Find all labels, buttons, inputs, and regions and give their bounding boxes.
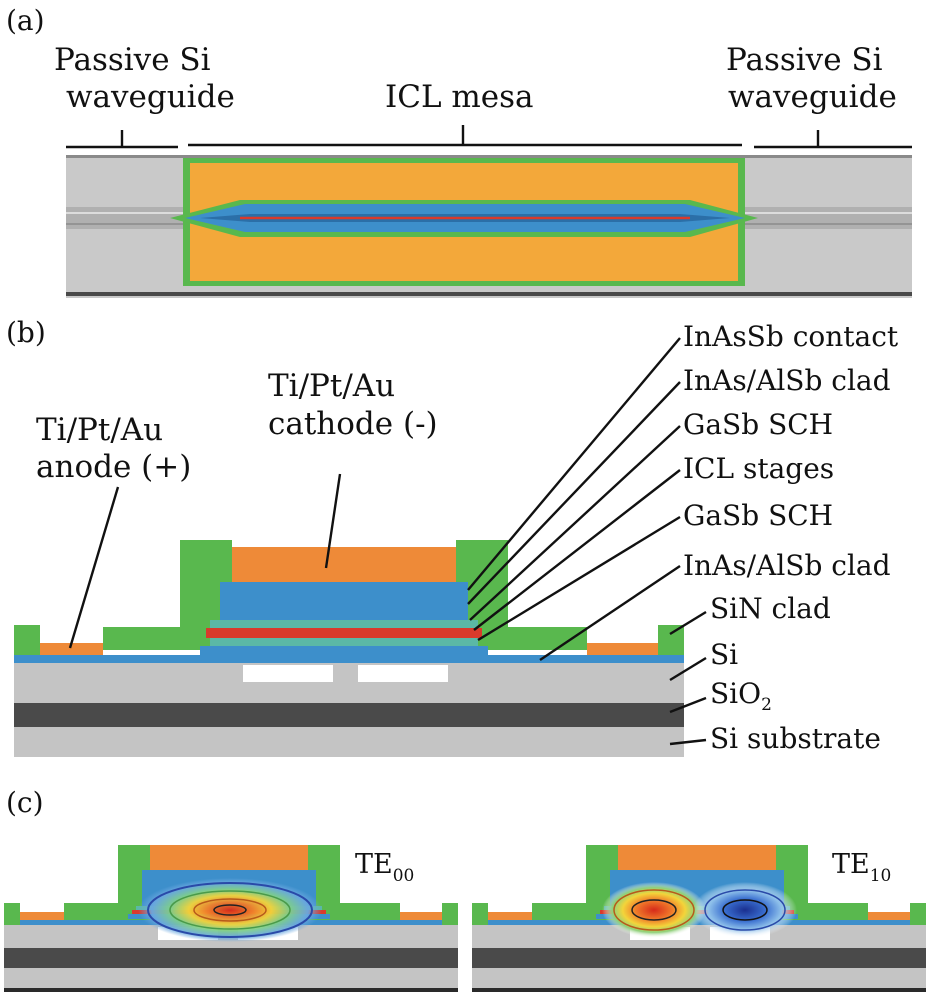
leader-clad-top [467, 381, 681, 605]
label-brackets [66, 125, 912, 149]
te00-label: TE00 [355, 849, 414, 886]
layer-label-inas-alsb-clad-top: InAs/AlSb clad [683, 364, 891, 397]
icl-mesa-label: ICL mesa [385, 79, 534, 115]
panel-c: (c) TE00 [4, 786, 926, 992]
layer-label-icl-stages: ICL stages [683, 452, 834, 485]
top-view-waveguide [66, 155, 912, 298]
cathode-label-line2: cathode (-) [268, 406, 438, 442]
anode-label-line1: Ti/Pt/Au [36, 412, 163, 448]
layer-label-si-substrate: Si substrate [710, 722, 881, 755]
cathode-leader [324, 473, 342, 569]
leader-sio2 [669, 696, 707, 714]
leader-sch-bottom [477, 515, 681, 642]
left-waveguide-label-line2: waveguide [66, 79, 235, 115]
right-bracket [754, 130, 912, 149]
panel-b-tag: (b) [6, 316, 46, 349]
panel-c-tag: (c) [6, 786, 44, 819]
te00-base: TE [355, 849, 393, 880]
right-waveguide-label-line1: Passive Si [726, 42, 883, 78]
center-bracket [188, 125, 742, 147]
leader-si [669, 656, 707, 682]
layer-label-sin-clad: SiN clad [710, 592, 831, 625]
sio2-base: SiO [710, 677, 761, 710]
leader-sch-top [469, 425, 681, 621]
leader-substrate [669, 738, 707, 746]
panel-a: (a) Passive Si waveguide ICL mesa Passiv… [6, 4, 912, 298]
leader-clad-bottom [539, 565, 681, 661]
mode-plot-te00: TE00 [4, 845, 458, 992]
anode-label-line2: anode (+) [36, 449, 191, 485]
panel-a-tag: (a) [6, 4, 45, 37]
layer-label-si: Si [710, 638, 738, 671]
te10-subscript: 10 [870, 866, 892, 886]
layer-label-sio2: SiO2 [710, 677, 772, 715]
leader-icl [473, 469, 681, 631]
cathode-label-line1: Ti/Pt/Au [268, 368, 395, 404]
panel-b: (b) Ti/Pt/Au cathode (-) Ti/Pt/Au anode … [6, 316, 899, 757]
sio2-subscript: 2 [761, 695, 772, 715]
te00-subscript: 00 [393, 866, 415, 886]
cross-section [14, 540, 684, 757]
leader-sin [669, 610, 707, 636]
te10-base: TE [832, 849, 870, 880]
te10-label: TE10 [832, 849, 891, 886]
anode-leader [68, 486, 120, 649]
left-bracket [66, 130, 178, 149]
layer-label-gasb-sch-top: GaSb SCH [683, 408, 833, 441]
layer-label-inas-alsb-clad-bottom: InAs/AlSb clad [683, 549, 891, 582]
mode-plot-te10: TE10 [472, 845, 926, 992]
left-waveguide-label-line1: Passive Si [54, 42, 211, 78]
right-waveguide-label-line2: waveguide [728, 79, 897, 115]
leader-inassb [467, 337, 681, 591]
layer-label-inassb-contact: InAsSb contact [683, 320, 899, 353]
layer-label-gasb-sch-bottom: GaSb SCH [683, 499, 833, 532]
leader-lines [68, 337, 707, 746]
